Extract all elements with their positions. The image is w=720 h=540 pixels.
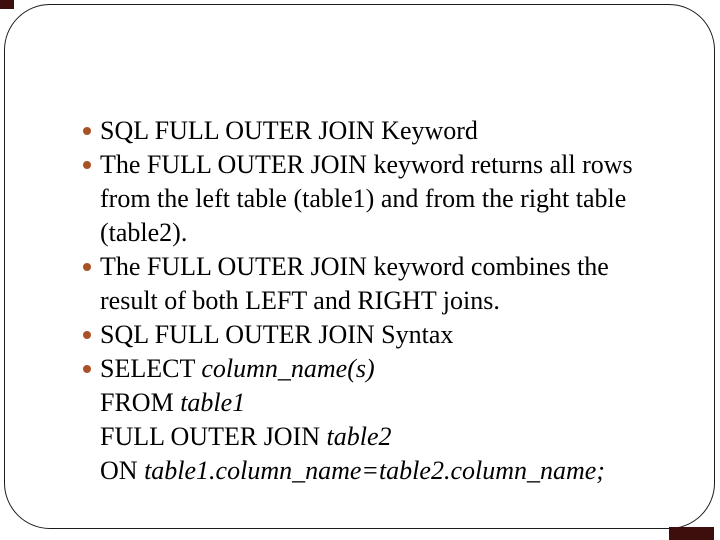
bullet-text: The FULL OUTER JOIN keyword combines the…: [100, 252, 609, 315]
bullet-dot-icon: [83, 263, 91, 271]
corner-accent-bottom-right: [669, 527, 714, 540]
bullet-item: The FULL OUTER JOIN keyword combines the…: [60, 250, 652, 318]
bullet-dot-icon: [83, 161, 91, 169]
bullet-text: SQL FULL OUTER JOIN Syntax: [100, 320, 454, 349]
slide-border: [4, 4, 715, 529]
bullet-text: SQL FULL OUTER JOIN Keyword: [100, 116, 478, 145]
bullet-text: The FULL OUTER JOIN keyword returns all …: [100, 150, 633, 247]
bullet-dot-icon: [83, 365, 91, 373]
bullet-dot-icon: [83, 127, 91, 135]
bullet-item: SQL FULL OUTER JOIN Syntax: [60, 318, 652, 352]
corner-accent-top-left: [0, 0, 14, 9]
bullet-item: The FULL OUTER JOIN keyword returns all …: [60, 148, 652, 250]
bullet-dot-icon: [83, 331, 91, 339]
bullet-item: SQL FULL OUTER JOIN Keyword: [60, 114, 652, 148]
